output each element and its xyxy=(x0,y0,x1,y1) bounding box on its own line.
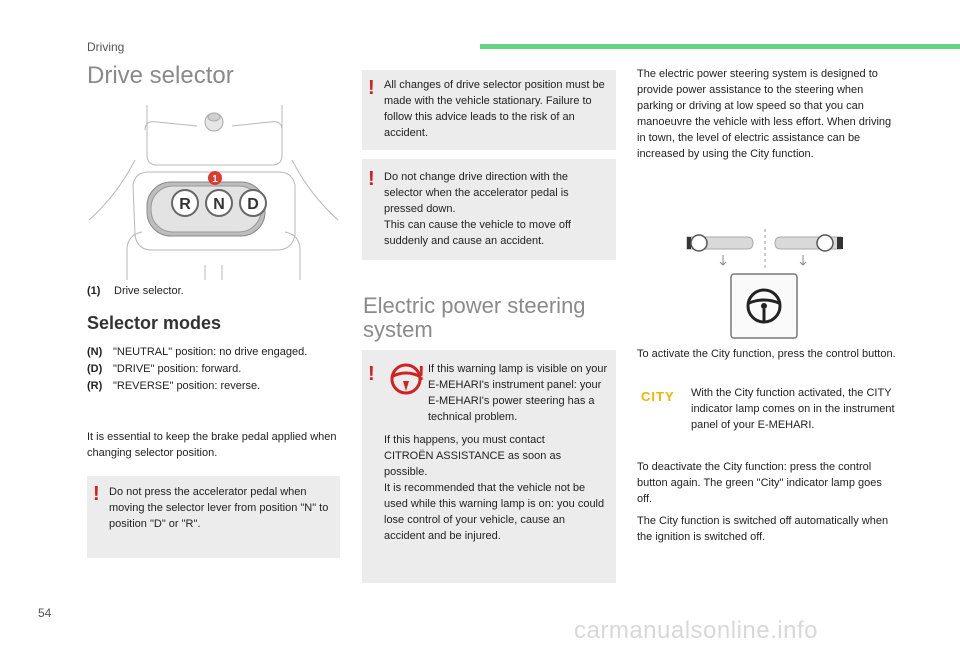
activate-text: To activate the City function, press the… xyxy=(637,348,896,360)
gear-letter-r: R xyxy=(179,196,191,213)
warning-icon-secondary: ! xyxy=(418,363,425,385)
contact-text: If this happens, you must contact CITROË… xyxy=(384,434,562,478)
city-indicator-label: CITY xyxy=(641,389,675,404)
gear-n-knob xyxy=(205,189,233,217)
deactivate-text: To deactivate the City function: press t… xyxy=(637,461,882,505)
warning-box-accelerator: ! Do not press the accelerator pedal whe… xyxy=(87,476,340,558)
caption-text: Drive selector. xyxy=(114,285,184,297)
mode-row-neutral: (N) "NEUTRAL" position: no drive engaged. xyxy=(87,344,307,360)
caption-key: (1) xyxy=(87,285,101,297)
warning-text: Do not press the accelerator pedal when … xyxy=(109,486,329,530)
power-steering-title: Electric power steering system xyxy=(363,293,586,342)
mode-key: (N) xyxy=(87,346,103,358)
mode-text: "DRIVE" position: forward. xyxy=(113,363,242,375)
warning-icon: ! xyxy=(93,483,100,505)
gear-r-knob xyxy=(171,189,199,217)
watermark: carmanualsonline.info xyxy=(574,617,818,644)
mode-row-reverse: (R) "REVERSE" position: reverse. xyxy=(87,378,260,394)
section-label: Driving xyxy=(87,40,125,54)
warning-text: All changes of drive selector position m… xyxy=(384,79,605,139)
lamp-text: If this warning lamp is visible on your … xyxy=(428,363,608,423)
section-accent-bar xyxy=(480,44,960,49)
recommendation-text: It is recommended that the vehicle not b… xyxy=(384,482,605,542)
gear-d-knob xyxy=(239,189,267,217)
figure-caption: (1) Drive selector. xyxy=(87,283,184,299)
auto-off-text: The City function is switched off automa… xyxy=(637,515,889,543)
mode-row-drive: (D) "DRIVE" position: forward. xyxy=(87,361,241,377)
gear-letter-n: N xyxy=(213,196,225,213)
drive-selector-illustration: R N D 1 xyxy=(87,100,340,280)
gear-selector-diagram: R N D 1 xyxy=(88,105,339,280)
city-activated-text: With the City function activated, the CI… xyxy=(691,387,895,431)
callout-number: 1 xyxy=(212,174,218,185)
warning-text-1: Do not change drive direction with the s… xyxy=(384,171,569,215)
steering-warning-lamp-icon xyxy=(386,363,426,403)
warning-box-stationary: ! All changes of drive selector position… xyxy=(362,70,616,150)
brake-note: It is essential to keep the brake pedal … xyxy=(87,431,337,459)
warning-text-2: This can cause the vehicle to move off s… xyxy=(384,219,571,247)
page-number: 54 xyxy=(38,606,52,620)
callout-badge xyxy=(208,171,222,185)
page-title: Drive selector xyxy=(87,62,234,89)
warning-box-power-steering: ! ! If this warning lamp is visible on y… xyxy=(362,350,616,583)
warning-icon: ! xyxy=(368,363,375,385)
warning-box-direction: ! Do not change drive direction with the… xyxy=(362,159,616,260)
steering-comparison-diagram xyxy=(685,225,845,271)
city-control-button[interactable] xyxy=(730,273,798,339)
mode-key: (D) xyxy=(87,363,103,375)
gear-letter-d: D xyxy=(247,196,259,213)
mode-key: (R) xyxy=(87,380,103,392)
mode-text: "REVERSE" position: reverse. xyxy=(113,380,261,392)
mode-text: "NEUTRAL" position: no drive engaged. xyxy=(113,346,308,358)
selector-modes-heading: Selector modes xyxy=(87,313,222,333)
power-steering-intro: The electric power steering system is de… xyxy=(637,68,892,160)
warning-icon: ! xyxy=(368,77,375,99)
warning-icon: ! xyxy=(368,168,375,190)
